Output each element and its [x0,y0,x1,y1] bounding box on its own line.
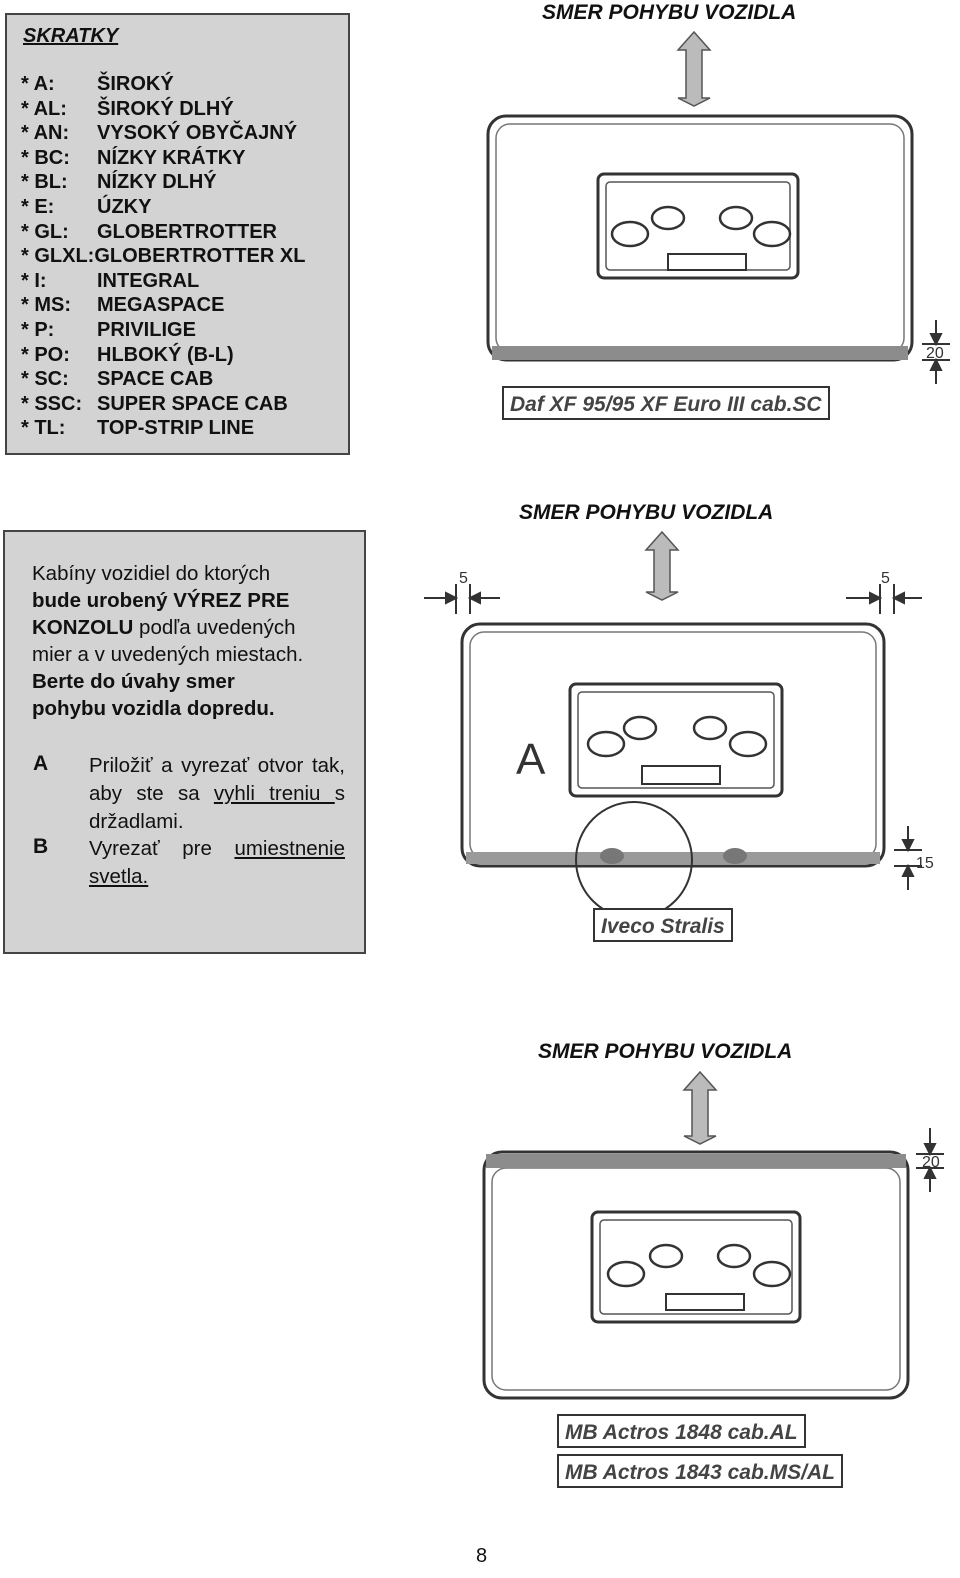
list-item: * AL: ŠIROKÝ DLHÝ [21,97,305,122]
instructions-line: Kabíny vozidiel do ktorých [32,562,271,585]
list-item: * E: ÚZKY [21,195,305,220]
instructions-line: bude urobený VÝREZ PRE [32,589,290,612]
abbr-meaning: ŠIROKÝ DLHÝ [97,97,234,120]
abbr-code: * AL: [21,97,67,120]
item-b-text-part: Vyrezať pre [89,837,235,860]
list-item: * SC: SPACE CAB [21,367,305,392]
dimension-marker [424,584,500,614]
abbr-code: * GL: [21,220,69,243]
abbr-meaning: HLBOKÝ (B-L) [97,343,234,366]
cab-label-iveco: Iveco Stralis [593,908,733,942]
list-item: * TL: TOP-STRIP LINE [21,416,305,441]
item-b-text-underlined: umiestnenie svetla. [89,837,345,888]
dimension-label: 20 [926,345,944,362]
abbr-meaning: MEGASPACE [97,294,225,317]
list-item: * GLXL:GLOBERTROTTER XL [21,244,305,269]
abbr-code: * MS: [21,294,71,317]
list-item: * PO: HLBOKÝ (B-L) [21,343,305,368]
instructions-box: Kabíny vozidiel do ktorých bude urobený … [3,530,366,954]
cab-label-mb-1843: MB Actros 1843 cab.MS/AL [557,1454,843,1488]
abbr-code: * E: [21,195,55,218]
abbreviations-box: SKRATKY * A: ŠIROKÝ * AL: ŠIROKÝ DLHÝ * AN… [5,13,350,455]
abbr-code: * BC: [21,146,70,169]
console-cutout [596,172,800,280]
abbr-meaning: GLOBERTROTTER XL [94,245,306,268]
direction-arrow-icon [644,530,680,601]
item-a-text-underlined: vyhli treniu [213,782,335,805]
detail-circle [575,801,693,908]
instructions-bold: KONZOLU [32,616,134,639]
console-cutout [568,682,784,798]
list-item: * MS: MEGASPACE [21,293,305,318]
instructions-line: pohybu vozidla dopredu. [32,697,275,720]
abbr-code: * BL: [21,171,68,194]
mb-cab-diagram: 20 [482,1070,944,1400]
abbreviations-title: SKRATKY [23,25,119,47]
abbr-meaning: TOP-STRIP LINE [97,417,255,440]
item-a-text-part: Priložiť a vyrezať otvor tak, aby ste sa [89,754,345,805]
abbr-code: * TL: [21,417,66,440]
abbr-code: * P: [21,318,55,341]
abbr-code: * I: [21,269,47,292]
abbr-meaning: VYSOKÝ OBYČAJNÝ [97,122,298,145]
instructions-line: Berte do úvahy smer [32,670,235,693]
dimension-marker [846,584,922,614]
abbr-meaning: SPACE CAB [97,368,214,391]
dimension-label: 20 [922,1154,940,1171]
abbr-code: * A: [21,73,55,95]
item-a-text: Priložiť a vyrezať otvor tak, aby ste sa… [89,752,345,836]
abbr-code: * PO: [21,343,70,366]
instructions-line: mier a v uvedených miestach. [32,643,304,666]
console-cutout [590,1210,802,1324]
abbr-meaning: SUPER SPACE CAB [97,392,288,415]
abbr-code: * AN: [21,122,70,145]
item-a-text-part: s držadlami. [89,782,345,833]
abbr-meaning: ÚZKY [97,195,152,218]
list-item: * SSC: SUPER SPACE CAB [21,392,305,417]
item-b-text: Vyrezať pre umiestnenie svetla. [89,835,345,891]
abbr-code: * GLXL: [21,245,95,268]
dimension-marker [916,1128,944,1192]
instructions-paragraph: Kabíny vozidiel do ktorých bude urobený … [32,560,344,722]
dimension-marker [894,826,922,890]
instructions-normal: podľa uvedených [133,616,296,639]
dimension-marker [922,320,950,384]
direction-title-iveco: SMER POHYBU VOZIDLA [519,501,774,524]
list-item: * GL: GLOBERTROTTER [21,220,305,245]
list-item: * AN: VYSOKÝ OBYČAJNÝ [21,121,305,146]
list-item: * A: ŠIROKÝ [21,72,305,97]
abbr-meaning: GLOBERTROTTER [97,220,277,243]
item-a-letter: A [33,752,49,775]
abbr-code: * SC: [21,368,69,391]
page-number: 8 [476,1545,488,1567]
list-item: * P: PRIVILIGE [21,318,305,343]
abbr-meaning: ŠIROKÝ [97,73,174,95]
abbr-meaning: INTEGRAL [97,269,200,292]
list-item: * I: INTEGRAL [21,269,305,294]
iveco-cab-diagram: 5 5 A 15 [424,530,934,908]
dimension-label: 15 [916,855,934,872]
direction-arrow-icon [682,1070,718,1145]
abbr-meaning: PRIVILIGE [97,318,196,341]
direction-title-mb: SMER POHYBU VOZIDLA [538,1040,793,1063]
cab-label-mb-1848: MB Actros 1848 cab.AL [557,1414,806,1448]
list-item: * BC: NÍZKY KRÁTKY [21,146,305,171]
direction-title-daf: SMER POHYBU VOZIDLA [542,1,797,24]
abbr-meaning: NÍZKY DLHÝ [97,171,217,194]
daf-cab-diagram: 20 [486,30,950,384]
instructions-line: KONZOLU podľa uvedených [32,614,344,641]
abbr-code: * SSC: [21,392,83,415]
cab-label-daf: Daf XF 95/95 XF Euro III cab.SC [502,386,830,420]
item-b-letter: B [33,835,49,858]
direction-arrow-icon [676,30,712,107]
list-item: * BL: NÍZKY DLHÝ [21,170,305,195]
abbr-meaning: NÍZKY KRÁTKY [97,146,246,169]
marker-label: A [516,735,546,784]
abbreviations-list: * A: ŠIROKÝ * AL: ŠIROKÝ DLHÝ * AN: VYSOKÝ … [21,72,305,441]
dimension-label: 5 [459,570,468,587]
dimension-label: 5 [881,570,890,587]
